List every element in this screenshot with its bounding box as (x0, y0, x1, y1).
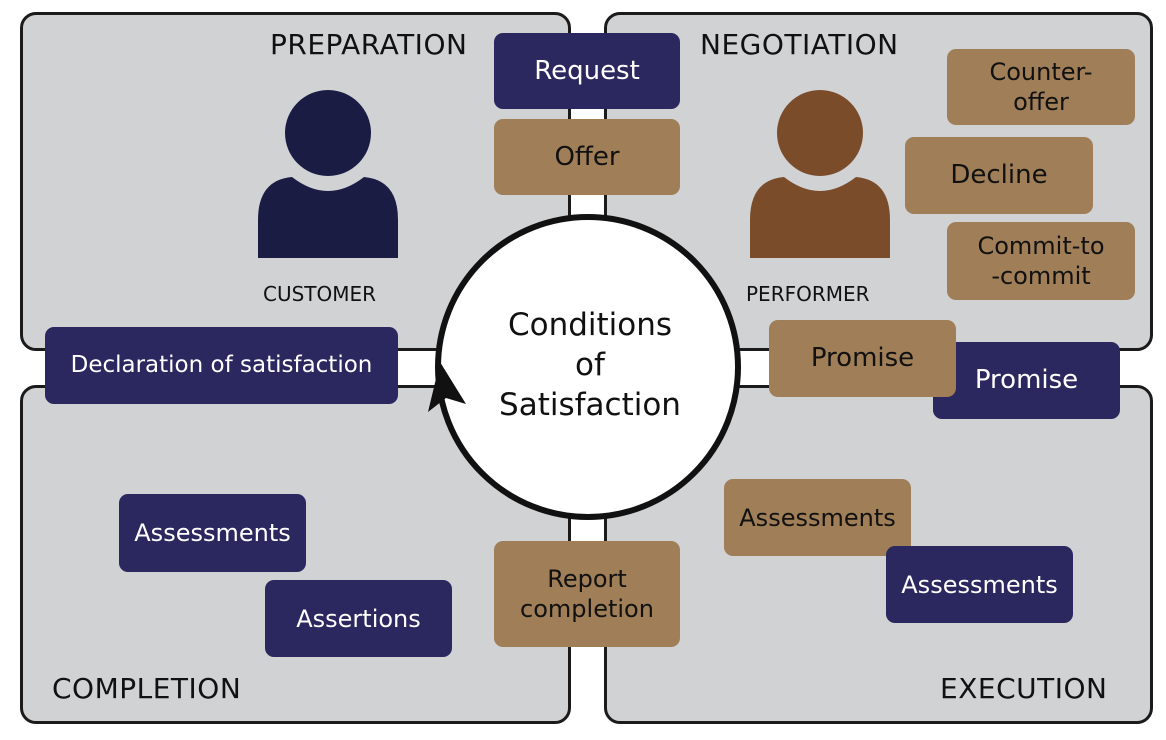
performer-person-icon (750, 90, 890, 258)
cycle-arrow-icon (428, 362, 466, 412)
assertions-box: Assertions (265, 580, 452, 657)
center-text: Conditions of Satisfaction (499, 306, 681, 424)
report-completion-box: Report completion (494, 541, 680, 647)
conditions-circle (435, 214, 741, 520)
performer-label: PERFORMER (746, 282, 870, 306)
negotiation-label: NEGOTIATION (700, 28, 899, 61)
commit-to-commit-box: Commit-to -commit (947, 222, 1135, 300)
promise-customer-box: Promise (933, 342, 1120, 419)
assessments-performer-box: Assessments (724, 479, 911, 556)
execution-label: EXECUTION (940, 672, 1108, 705)
offer-box: Offer (494, 119, 680, 195)
preparation-label: PREPARATION (270, 28, 468, 61)
decline-box: Decline (905, 137, 1093, 214)
customer-label: CUSTOMER (263, 282, 377, 306)
promise-performer-box: Promise (769, 320, 956, 397)
assessments-customer-box: Assessments (119, 494, 306, 572)
declaration-of-satisfaction-box: Declaration of satisfaction (45, 327, 398, 404)
completion-label: COMPLETION (52, 672, 242, 705)
customer-person-icon (258, 90, 398, 258)
counter-offer-box: Counter- offer (947, 49, 1135, 125)
request-box: Request (494, 33, 680, 109)
assessments-customer-exec-box: Assessments (886, 546, 1073, 623)
